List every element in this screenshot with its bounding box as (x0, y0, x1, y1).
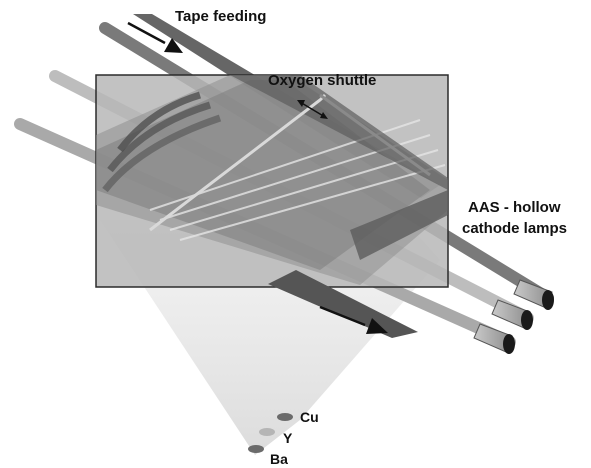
tape-feed-arrow-top (127, 21, 183, 53)
label-oxygen-shuttle: Oxygen shuttle (268, 72, 376, 89)
source-y-crucible (259, 428, 275, 436)
source-ba-crucible (248, 445, 264, 453)
tape-coil (96, 75, 448, 285)
label-source-ba: Ba (270, 451, 288, 467)
lamp-upper (513, 279, 554, 310)
evaporation-sources (248, 413, 293, 453)
label-aas-line1: AAS - hollow (468, 199, 561, 216)
tape-feed-arrow-bottom (319, 305, 388, 334)
oxygen-shuttle (149, 93, 431, 232)
tape-band-lower (268, 270, 418, 338)
lamp-lower (473, 323, 515, 354)
lamp-middle (491, 299, 533, 330)
source-cu-crucible (277, 413, 293, 421)
label-source-cu: Cu (300, 409, 319, 425)
label-tape-feeding: Tape feeding (175, 8, 266, 25)
lamp-housings (473, 279, 554, 354)
label-source-y: Y (283, 430, 293, 446)
label-aas-line2: cathode lamps (462, 220, 567, 237)
